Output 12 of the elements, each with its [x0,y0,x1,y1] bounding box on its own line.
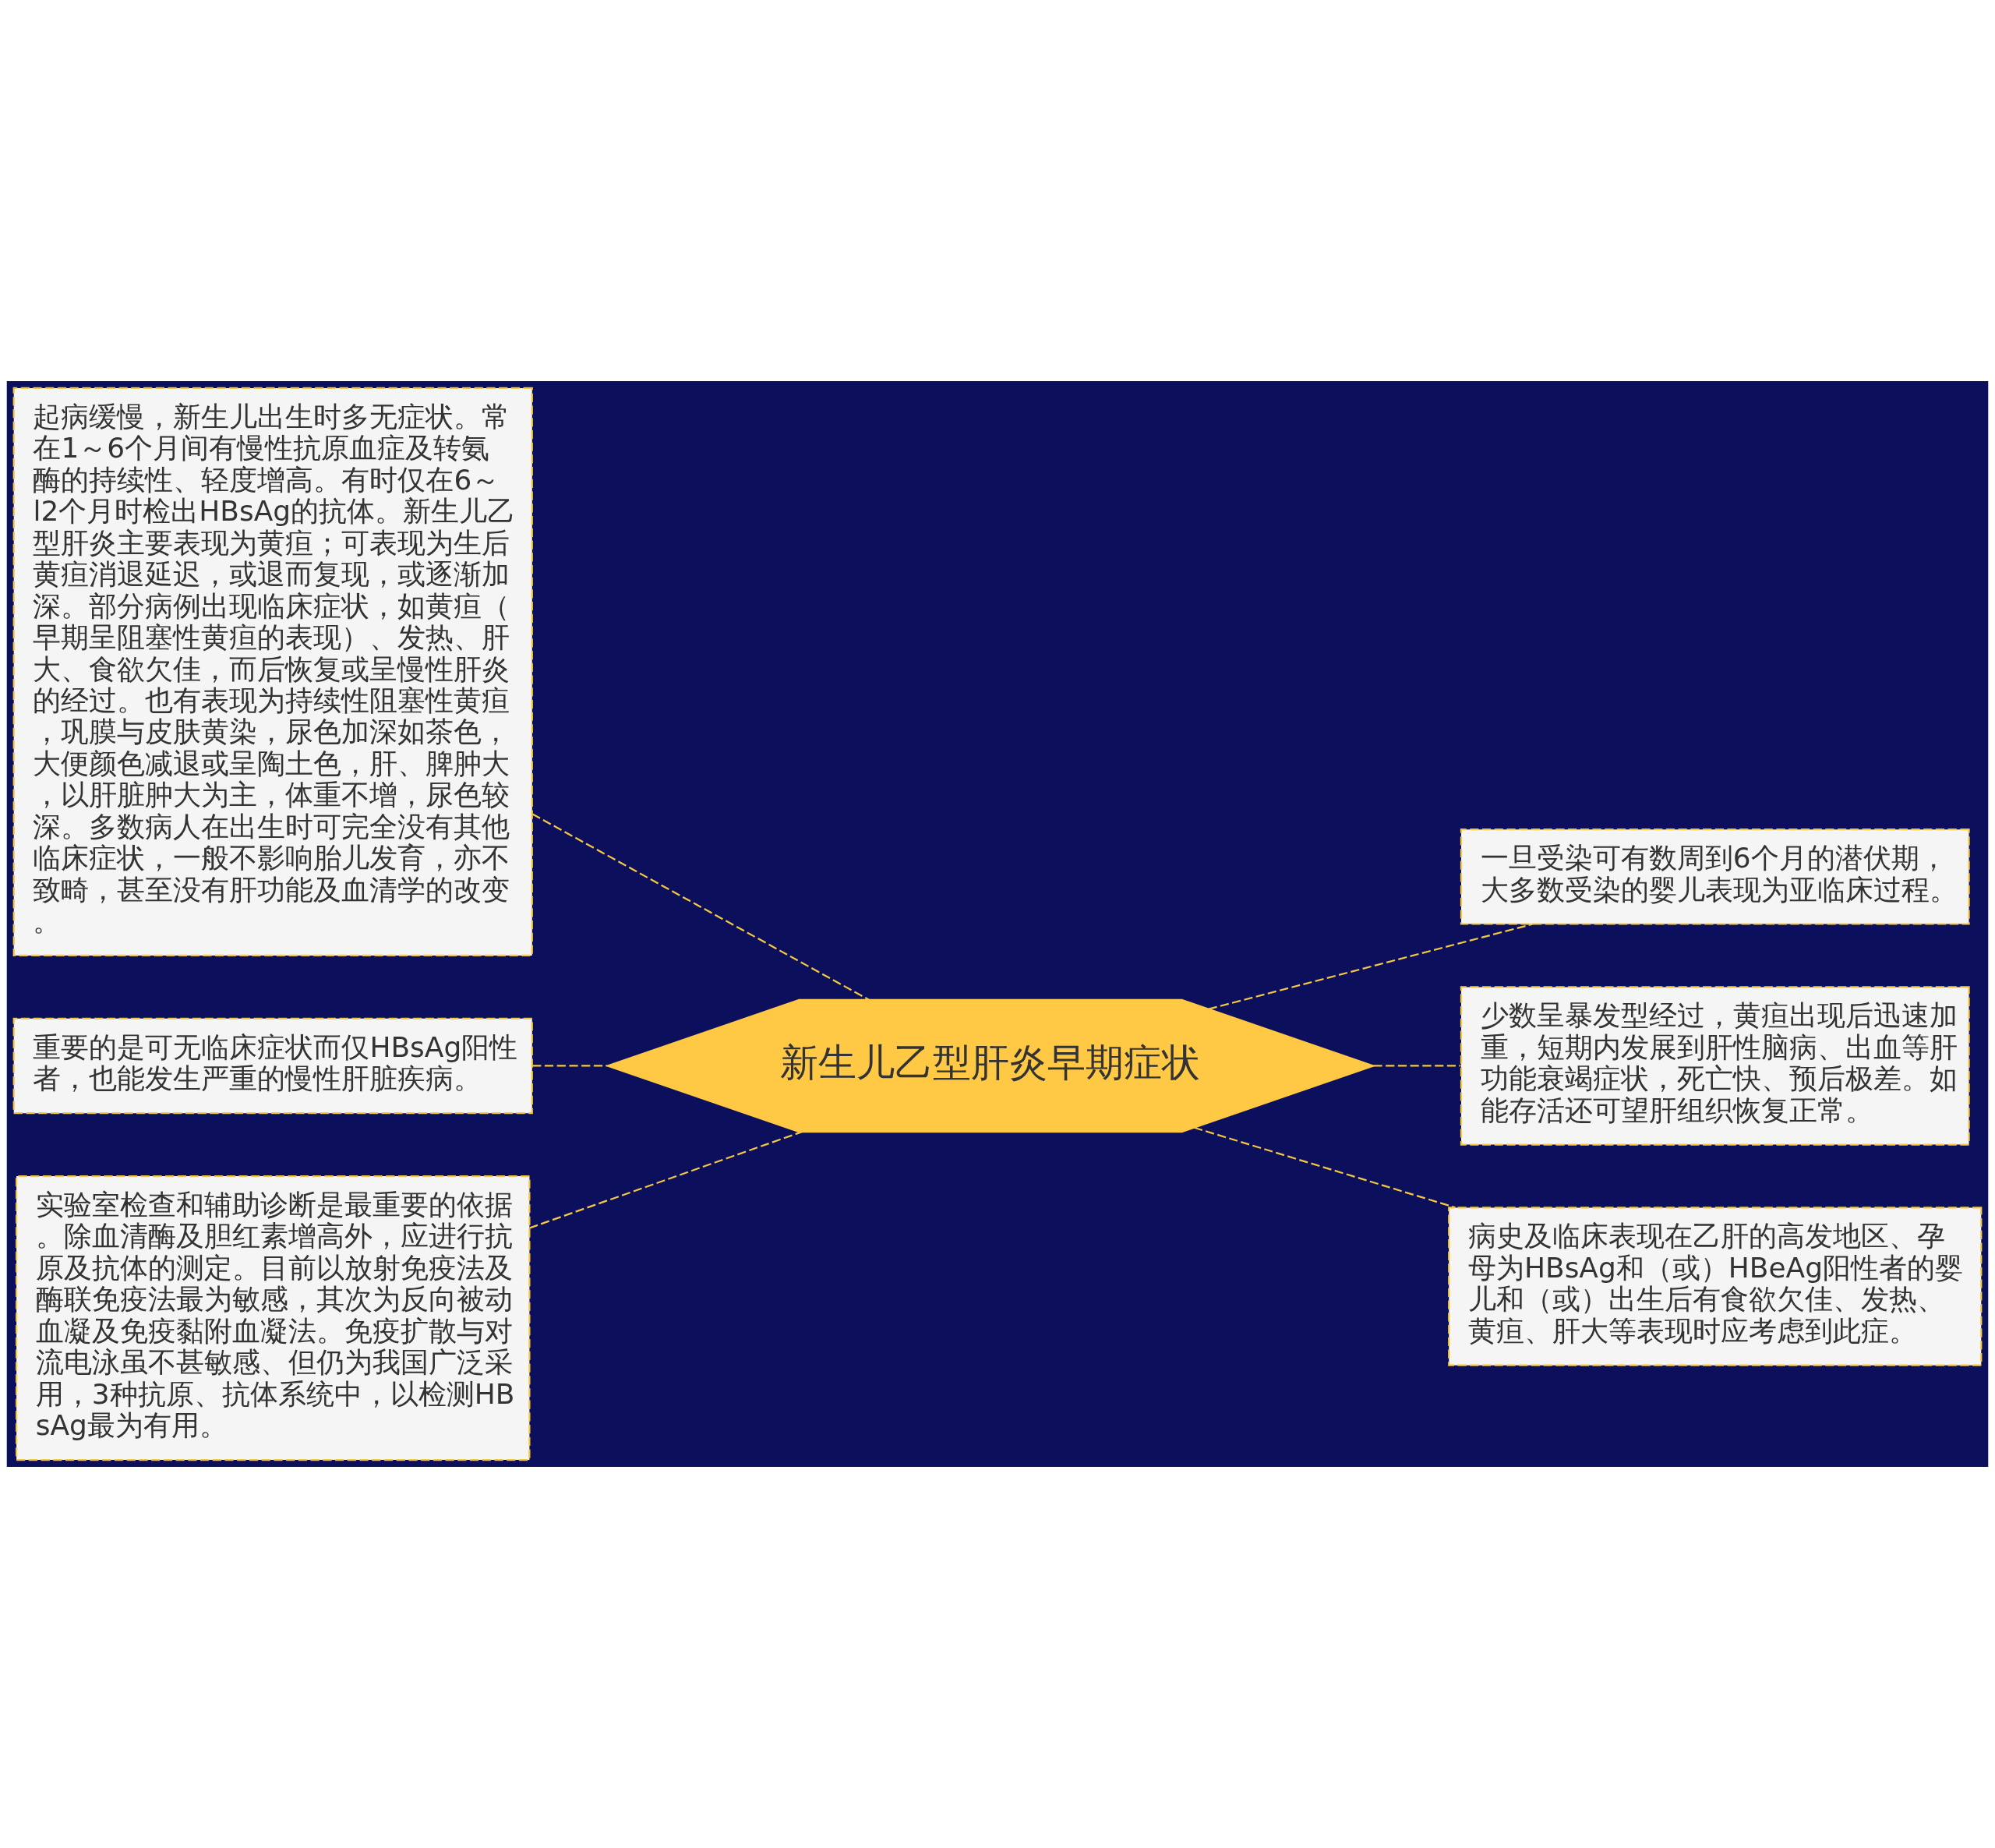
node-box: 起病缓慢，新生儿出生时多无症状。常在1～6个月间有慢性抗原血症及转氨酶的持续性、轻度增高。有时仅在6～l2个月时检出HBsAg的抗体。新生儿乙型肝炎主要表现为黄疸；可表现为生后黄疸消退延迟，或退而复现，或逐渐加深。部分病例出现临床症状，如黄疸（早期呈阻塞性黄疸的表现）、发热、肝大、食欲欠佳，而后恢复或呈慢性肝炎的经过。也有表现为持续性阻塞性黄疸，巩膜与皮肤黄染，尿色加深如茶色，大便颜色减退或呈陶土色，肝、脾肿大，以肝脏肿大为主，体重不增，尿色较深。多数病人在出生时可完全没有其他临床症状，一般不影响胎儿发育，亦不致畸，甚至没有肝功能及血清学的改变。 [12,387,533,957]
connector [529,1131,803,1229]
node-box: 实验室检查和辅助诊断是最重要的依据。除血清酶及胆红素增高外，应进行抗原及抗体的测定。目前以放射免疫法及酶联免疫法最为敏感，其次为反向被动血凝及免疫黏附血凝法。免疫扩散与对流电泳虽不甚敏感、但仍为我国广泛采用，3种抗原、抗体系统中，以检测HBsAg最为有用。 [15,1175,531,1461]
connector [531,813,870,1001]
connector [1373,1065,1461,1067]
node-box: 病史及临床表现在乙肝的高发地区、孕母为HBsAg和（或）HBeAg阳性者的婴儿和（或）出生后有食欲欠佳、发热、黄疸、肝大等表现时应考虑到此症。 [1448,1207,1983,1366]
connector [1208,923,1534,1010]
node-box: 少数呈暴发型经过，黄疸出现后迅速加重，短期内发展到肝性脑病、出血等肝功能衰竭症状，死亡快、预后极差。如能存活还可望肝组织恢复正常。 [1460,986,1970,1146]
node-box: 一旦受染可有数周到6个月的潜伏期，大多数受染的婴儿表现为亚临床过程。 [1460,829,1970,925]
node-box: 重要的是可无临床症状而仅HBsAg阳性者，也能发生严重的慢性肝脏疾病。 [12,1017,533,1115]
connector [532,1065,607,1067]
connector [1193,1126,1456,1209]
